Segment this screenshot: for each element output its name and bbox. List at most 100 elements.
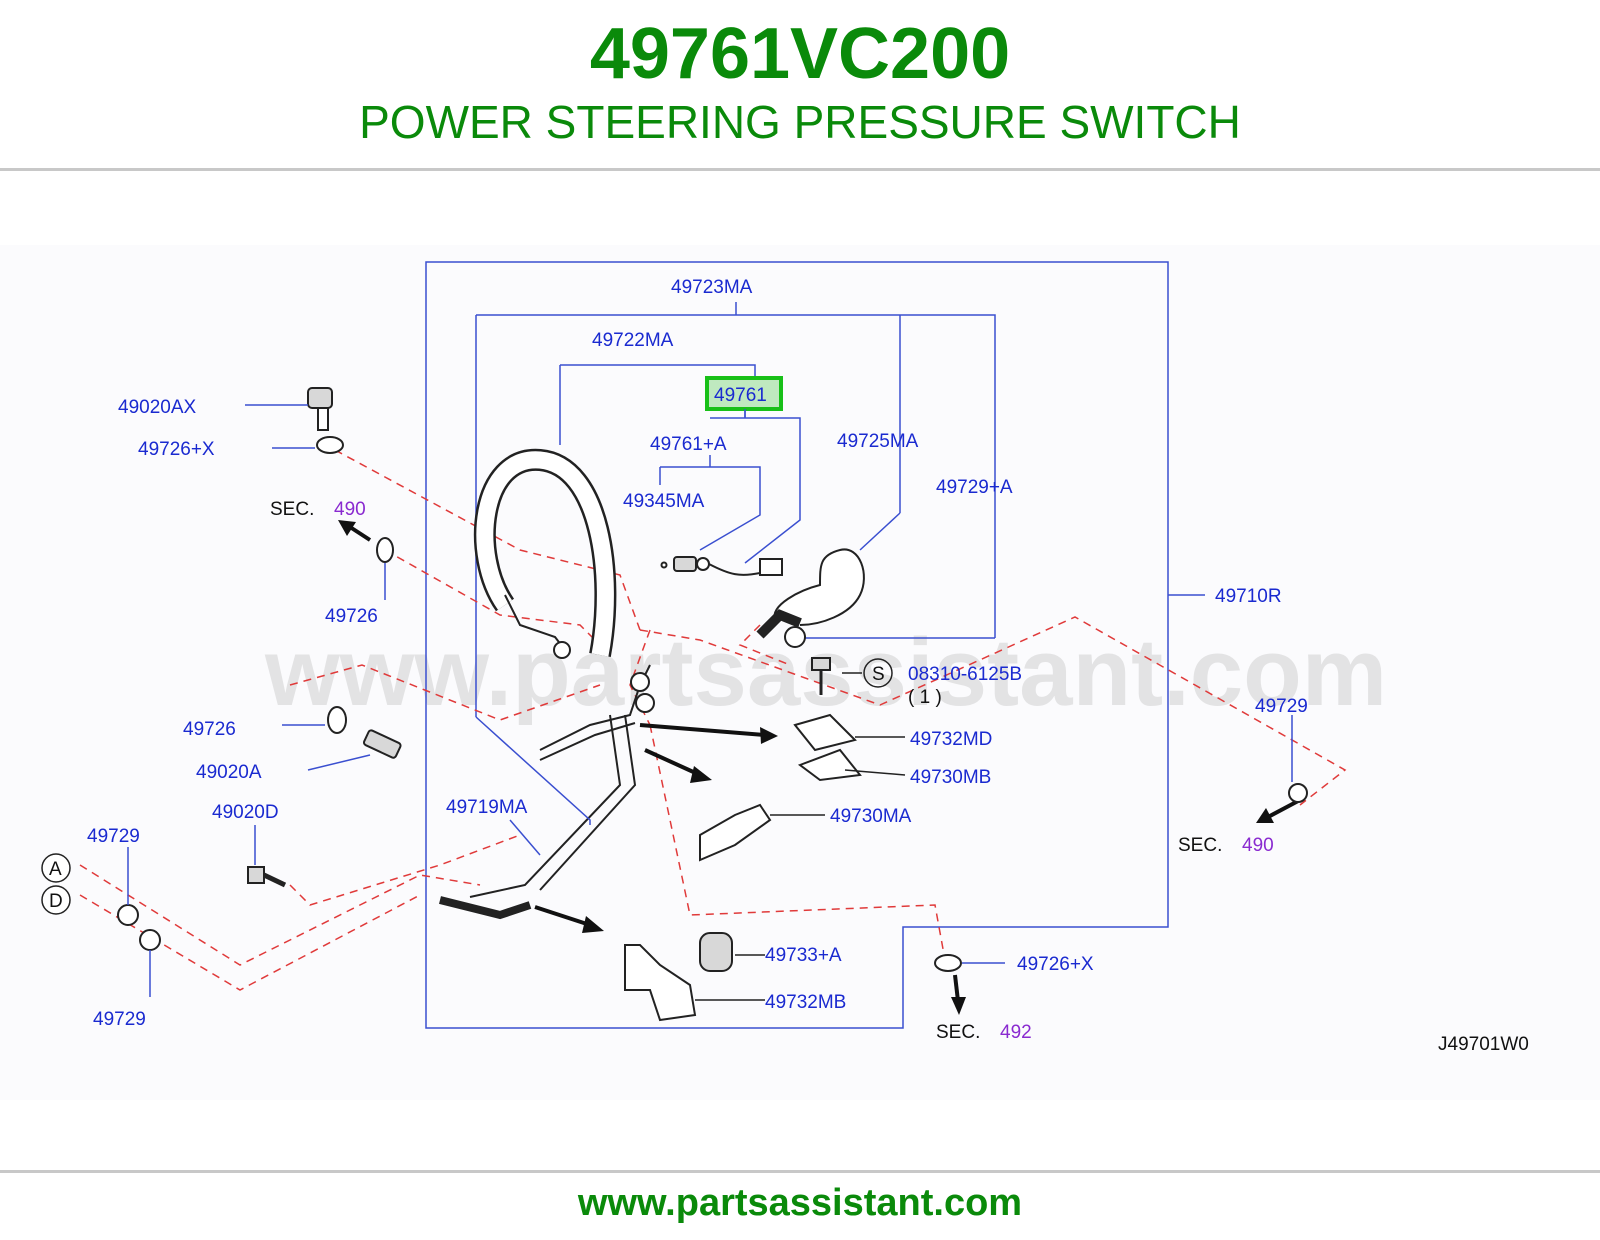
bracket-49732mb xyxy=(624,944,697,1022)
label-49723ma[interactable]: 49723MA xyxy=(671,277,753,298)
return-hose-end xyxy=(756,609,802,639)
label-49710r[interactable]: 49710R xyxy=(1215,586,1282,607)
label-49733a[interactable]: 49733+A xyxy=(765,945,842,966)
label-49726-a[interactable]: 49726 xyxy=(325,606,378,627)
label-08310-qty: ( 1 ) xyxy=(908,687,942,708)
label-49732mb[interactable]: 49732MB xyxy=(765,992,846,1013)
arrow-to-49730ma xyxy=(644,748,701,777)
circle-d-marker xyxy=(41,885,71,915)
part-number-title: 49761VC200 xyxy=(589,14,1011,94)
parts-diagram-svg: www.partsassistant.com xyxy=(41,261,1529,1055)
label-49345ma[interactable]: 49345MA xyxy=(623,491,705,512)
footer-divider xyxy=(0,1170,1600,1173)
circle-s-marker-text: S xyxy=(872,664,885,685)
pressure-switch-seal xyxy=(696,557,710,571)
arrowhead-to-49732mb xyxy=(582,916,604,933)
sec-490-left[interactable]: 490 xyxy=(334,499,366,520)
label-49719ma[interactable]: 49719MA xyxy=(446,797,528,818)
dashed-line-7 xyxy=(289,834,521,906)
pressure-switch-wire xyxy=(708,563,761,576)
label-49020ax[interactable]: 49020AX xyxy=(118,397,197,418)
pressure-switch-connector xyxy=(759,558,783,576)
label-49732md[interactable]: 49732MD xyxy=(910,729,992,750)
dashed-line-5 xyxy=(79,864,481,966)
label-49726x-bottom[interactable]: 49726+X xyxy=(1017,954,1094,975)
leader-49725ma xyxy=(859,512,901,551)
bracket-49761a xyxy=(659,455,761,551)
leader-49730mb xyxy=(844,769,906,776)
tube-fitting-2 xyxy=(635,693,655,713)
label-49722ma[interactable]: 49722MA xyxy=(592,330,674,351)
tube-end xyxy=(439,896,532,920)
arrowhead-sec-492 xyxy=(951,997,966,1015)
footer-url[interactable]: www.partsassistant.com xyxy=(577,1182,1023,1224)
dashed-line-1 xyxy=(334,449,641,631)
arrowhead-sec-490-right xyxy=(1256,808,1274,823)
return-hose-49725ma xyxy=(773,548,865,626)
leader-49719ma-2 xyxy=(509,819,541,856)
label-49761[interactable]: 49761 xyxy=(714,385,767,406)
arrow-to-49732md xyxy=(639,723,766,737)
leader-49719ma-1 xyxy=(475,716,591,825)
parts-diagram: www.partsassistant.com xyxy=(0,245,1600,1100)
circle-s-marker xyxy=(863,658,893,688)
washer-49726x-top xyxy=(316,436,344,454)
label-49761a[interactable]: 49761+A xyxy=(650,434,727,455)
clamp-49729-left-top xyxy=(117,904,139,926)
washer-49726x-bottom xyxy=(934,954,962,972)
sec-label-right: SEC. xyxy=(1178,835,1222,856)
label-49730mb[interactable]: 49730MB xyxy=(910,767,991,788)
pressure-switch-body xyxy=(673,556,697,572)
highlight-49761 xyxy=(705,376,783,411)
tube-fitting-1 xyxy=(630,672,650,692)
circle-d-text: D xyxy=(49,891,63,912)
washer-49726-b xyxy=(327,706,347,734)
plate-49730mb xyxy=(797,748,862,782)
bolt-49020a xyxy=(363,729,402,759)
label-49020a[interactable]: 49020A xyxy=(196,762,262,783)
arrowhead-sec-490-left xyxy=(338,520,356,536)
dashed-line-10 xyxy=(738,624,791,666)
tube-lower xyxy=(469,714,637,898)
washer-49726-a xyxy=(376,537,394,563)
hose-banjo-fitting xyxy=(553,641,571,659)
assembly-frame-outer xyxy=(425,261,1169,1029)
label-49729-left-top[interactable]: 49729 xyxy=(87,826,140,847)
bolt-shank-49020d xyxy=(262,872,287,888)
label-49729-right[interactable]: 49729 xyxy=(1255,696,1308,717)
arrow-sec-490-right xyxy=(1267,798,1301,819)
dashed-line-6 xyxy=(79,894,421,991)
label-49725ma[interactable]: 49725MA xyxy=(837,431,919,452)
clamp-49729-left-bottom xyxy=(139,929,161,951)
clamp-49729-right xyxy=(1288,783,1308,803)
header-divider xyxy=(0,168,1600,171)
pressure-hose-inner xyxy=(476,451,614,657)
grommet-49733a xyxy=(699,932,733,972)
arrow-sec-490-left xyxy=(348,525,372,542)
sec-490-right[interactable]: 490 xyxy=(1242,835,1274,856)
dashed-line-2 xyxy=(384,549,601,646)
bracket-49730ma xyxy=(699,803,772,862)
label-49730ma[interactable]: 49730MA xyxy=(830,806,912,827)
label-49020d[interactable]: 49020D xyxy=(212,802,279,823)
label-08310-6125b[interactable]: 08310-6125B xyxy=(908,664,1022,685)
hose-clamp xyxy=(784,626,806,648)
label-49729a[interactable]: 49729+A xyxy=(936,477,1013,498)
bracket-49761 xyxy=(710,405,801,564)
label-49729-left-bottom[interactable]: 49729 xyxy=(93,1009,146,1030)
circle-a-marker xyxy=(41,853,71,883)
dashed-line-3 xyxy=(639,616,1347,806)
arrowhead-to-49732md xyxy=(760,727,778,744)
diagram-reference-code: J49701W0 xyxy=(1438,1034,1529,1055)
sec-label-bottom: SEC. xyxy=(936,1022,980,1043)
label-49726-b[interactable]: 49726 xyxy=(183,719,236,740)
label-49726x-top[interactable]: 49726+X xyxy=(138,439,215,460)
bracket-49732md xyxy=(793,713,857,752)
arrow-sec-492 xyxy=(953,974,960,1002)
bolt-49020d xyxy=(247,866,265,884)
circle-a-text: A xyxy=(49,859,62,880)
bolt-08310 xyxy=(811,657,831,671)
sec-492[interactable]: 492 xyxy=(1000,1022,1032,1043)
watermark-text: www.partsassistant.com xyxy=(264,619,1387,726)
banjo-bolt-49020ax xyxy=(307,387,333,409)
